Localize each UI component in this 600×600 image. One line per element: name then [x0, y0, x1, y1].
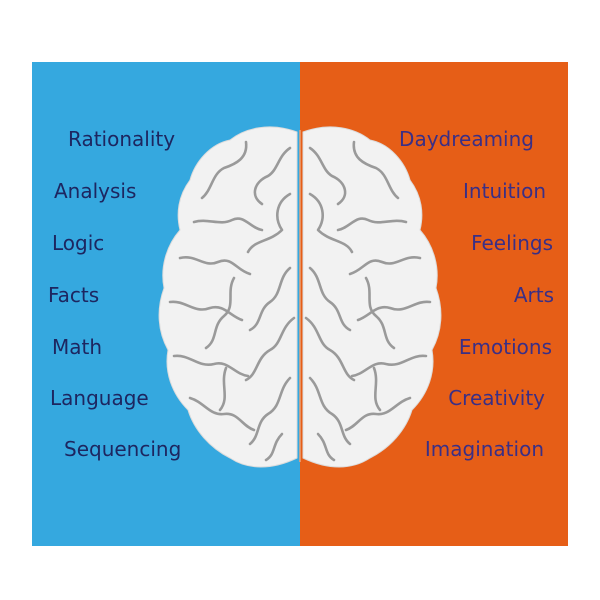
left-word-rationality: Rationality [68, 127, 176, 151]
right-word-intuition: Intuition [463, 179, 546, 203]
right-word-feelings: Feelings [471, 231, 553, 255]
right-word-arts: Arts [513, 283, 554, 307]
right-word-creativity: Creativity [448, 386, 545, 410]
left-word-logic: Logic [52, 231, 105, 255]
left-word-analysis: Analysis [54, 179, 137, 203]
left-word-facts: Facts [48, 283, 100, 307]
left-word-language: Language [50, 386, 149, 410]
brain-right-hemisphere [302, 126, 442, 468]
left-word-math: Math [52, 335, 103, 359]
right-word-emotions: Emotions [458, 335, 552, 359]
right-word-daydreaming: Daydreaming [399, 127, 534, 151]
brain-left-hemisphere [158, 126, 298, 468]
brain-gyri-left [168, 140, 296, 462]
right-word-imagination: Imagination [424, 437, 544, 461]
left-word-sequencing: Sequencing [64, 437, 182, 461]
brain-top-view-icon [158, 126, 442, 468]
brain-gyri-right [304, 140, 432, 462]
